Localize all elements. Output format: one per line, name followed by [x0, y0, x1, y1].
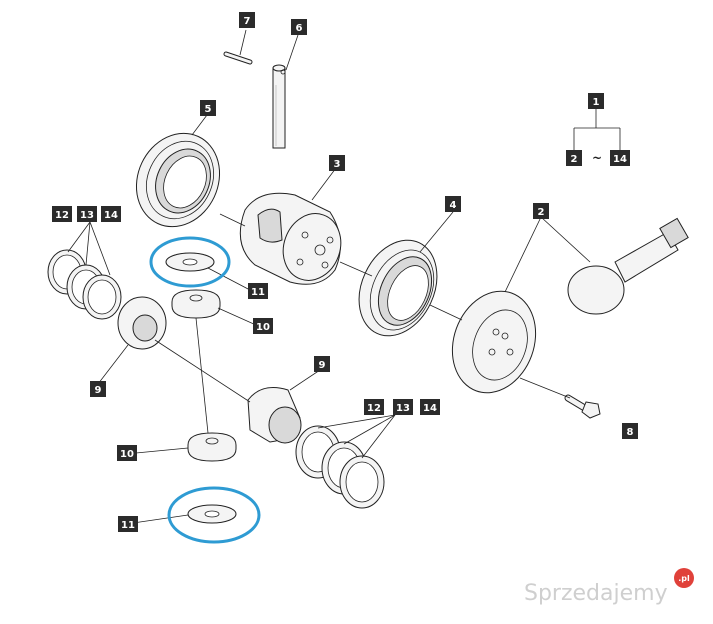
label-9-left: 9 [90, 381, 106, 397]
label-10-lower: 10 [117, 445, 137, 461]
svg-text:14: 14 [423, 403, 437, 414]
parts-12-13-14-washers-lower [295, 425, 385, 509]
watermark-badge [674, 568, 694, 588]
label-12-upper: 12 [52, 206, 72, 222]
svg-text:Sprzedajemy: Sprzedajemy [524, 581, 668, 606]
label-11-upper: 11 [248, 283, 268, 299]
svg-text:14: 14 [613, 154, 627, 165]
svg-text:2: 2 [571, 154, 578, 165]
highlight-circle-lower [167, 486, 261, 544]
part-3-differential-case [239, 192, 342, 285]
part-2-ring-gear-and-pinion [451, 217, 689, 394]
svg-text:9: 9 [319, 360, 326, 371]
svg-text:.pl: .pl [678, 574, 690, 583]
svg-text:4: 4 [450, 200, 457, 211]
part-11-washer-upper [165, 252, 215, 272]
range-tilde: ~ [592, 151, 602, 165]
svg-text:6: 6 [296, 23, 303, 34]
svg-text:1: 1 [593, 97, 600, 108]
part-9-side-gear-left [117, 296, 167, 350]
label-9-right: 9 [314, 356, 330, 372]
label-12-lower: 12 [364, 399, 384, 415]
part-6-shaft [272, 64, 286, 149]
svg-text:10: 10 [256, 322, 270, 333]
highlight-circle-upper [149, 236, 231, 288]
svg-text:5: 5 [205, 104, 212, 115]
svg-text:12: 12 [367, 403, 381, 414]
watermark: Sprzedajemy .pl [524, 568, 694, 606]
svg-text:12: 12 [55, 210, 69, 221]
part-7-pin [223, 51, 253, 65]
label-14-range-end: 14 [610, 150, 630, 166]
label-2-main: 2 [533, 203, 549, 219]
label-13-lower: 13 [393, 399, 413, 415]
label-6: 6 [291, 19, 307, 35]
label-7: 7 [239, 12, 255, 28]
label-2-range-start: 2 [566, 150, 582, 166]
svg-text:3: 3 [334, 159, 341, 170]
part-labels: 7 6 5 3 4 2 1 2 ~ [52, 12, 638, 532]
svg-text:11: 11 [121, 520, 135, 531]
part-10-thrust-washer-upper [171, 289, 221, 319]
svg-text:7: 7 [244, 16, 251, 27]
part-4-bearing [358, 239, 438, 337]
svg-text:8: 8 [627, 427, 634, 438]
svg-text:9: 9 [95, 385, 102, 396]
svg-text:13: 13 [396, 403, 410, 414]
assembly-axis-lines [154, 213, 571, 434]
part-10-thrust-washer-lower [187, 432, 237, 462]
svg-text:13: 13 [80, 210, 94, 221]
part-8-bolt [564, 394, 601, 419]
label-3: 3 [329, 155, 345, 171]
label-5: 5 [200, 100, 216, 116]
svg-text:11: 11 [251, 287, 265, 298]
label-14-lower: 14 [420, 399, 440, 415]
part-11-washer-lower [187, 504, 237, 524]
svg-text:10: 10 [120, 449, 134, 460]
label-10-upper: 10 [253, 318, 273, 334]
label-14-upper: 14 [101, 206, 121, 222]
label-13-upper: 13 [77, 206, 97, 222]
label-11-lower: 11 [118, 516, 138, 532]
svg-text:2: 2 [538, 207, 545, 218]
part-9-side-gear-right [247, 387, 302, 444]
label-1: 1 [588, 93, 604, 109]
label-8: 8 [622, 423, 638, 439]
label-4: 4 [445, 196, 461, 212]
svg-text:14: 14 [104, 210, 118, 221]
label-leaders [67, 29, 621, 524]
parts-12-13-14-washers-upper [47, 249, 122, 320]
part-5-bearing [135, 132, 221, 228]
